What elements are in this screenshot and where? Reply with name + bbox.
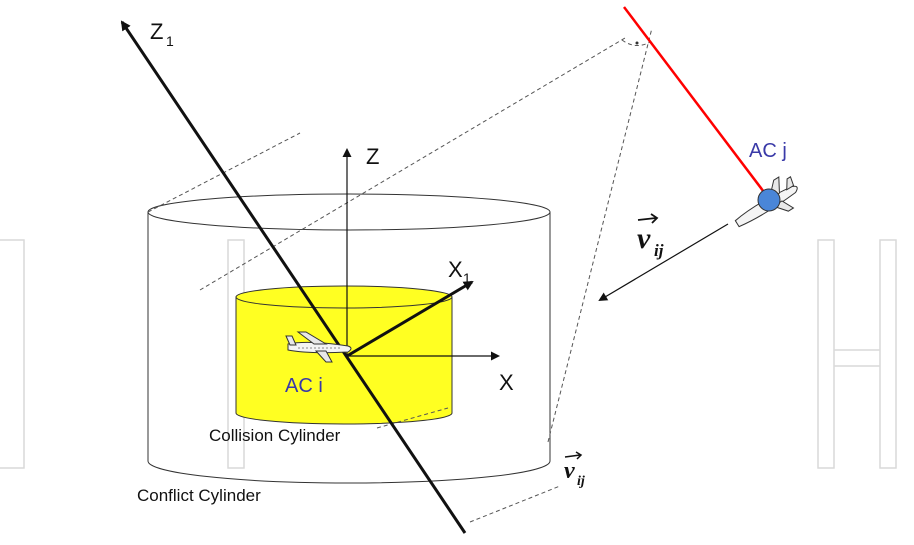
projection-line-collision <box>376 407 449 429</box>
x1-label: X <box>448 257 463 282</box>
velocity-subscript-large: ij <box>654 241 664 260</box>
watermark-bar-right-2 <box>879 239 897 469</box>
right-angle-dot <box>635 41 639 45</box>
x1-subscript: 1 <box>463 270 471 286</box>
projection-lines <box>147 27 653 523</box>
collision-cylinder <box>235 285 453 425</box>
ac-j-marker <box>757 188 781 212</box>
velocity-subscript-small: ij <box>577 474 585 489</box>
collision-cylinder-label: Collision Cylinder <box>209 426 341 445</box>
velocity-symbol-small: v <box>564 458 575 484</box>
vector-arrow-small <box>564 454 581 458</box>
z1-subscript: 1 <box>166 33 174 49</box>
z1-label: Z <box>150 19 163 44</box>
aircraft-icon <box>285 331 352 363</box>
velocity-label-small: v ij <box>564 451 585 489</box>
collision-cylinder-body <box>235 296 453 425</box>
conflict-cylinder-top <box>147 193 551 231</box>
ac-i-label: AC i <box>285 375 323 397</box>
velocity-symbol-large: v <box>637 222 651 255</box>
velocity-arrow <box>598 223 729 302</box>
vector-arrow-large <box>637 217 657 221</box>
right-angle-arc <box>621 39 651 46</box>
collision-cylinder-top <box>235 285 453 309</box>
velocity-label-large: v ij <box>637 213 664 260</box>
watermark-bar-right-1 <box>817 239 835 469</box>
conflict-cylinder-label: Conflict Cylinder <box>137 486 261 505</box>
x1-axis <box>346 280 474 358</box>
watermark-bar-edge <box>0 239 25 469</box>
projection-line-top-right <box>199 37 626 291</box>
projection-line-right <box>547 27 653 443</box>
x-label: X <box>499 370 514 395</box>
projection-line-bottom <box>469 485 561 523</box>
ac-j-label: AC j <box>749 140 787 162</box>
watermark <box>0 239 897 469</box>
red-line-of-sight <box>623 6 771 201</box>
z-label: Z <box>366 144 379 169</box>
conflict-cylinder-bottom <box>147 460 551 484</box>
z1-axis <box>120 20 467 534</box>
